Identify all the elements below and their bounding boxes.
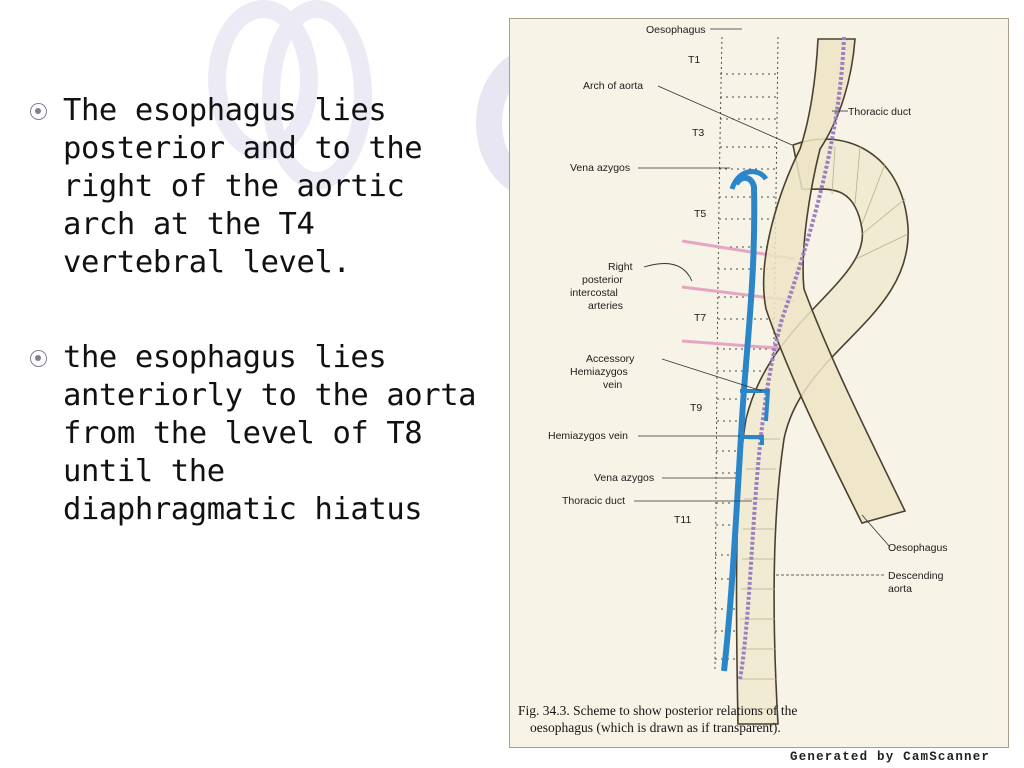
azygos-arch xyxy=(729,169,769,190)
label-descending-aorta: Descending xyxy=(888,570,944,582)
bullet-item: the esophagus lies anteriorly to the aor… xyxy=(30,339,495,529)
label-descending-aorta: aorta xyxy=(888,583,912,595)
label-vena-azygos-top: Vena azygos xyxy=(570,162,630,174)
anatomy-figure: Oesophagus T1 Arch of aorta Thoracic duc… xyxy=(509,18,1009,748)
label-t9: T9 xyxy=(690,402,702,414)
caption-line: oesophagus (which is drawn as if transpa… xyxy=(530,720,781,735)
label-oesophagus-bottom: Oesophagus xyxy=(888,542,948,554)
label-right-posterior: posterior xyxy=(582,274,623,286)
bullet-ring-icon xyxy=(30,103,47,120)
oesophagus xyxy=(762,38,907,524)
bullet-list: The esophagus lies posterior and to the … xyxy=(30,92,495,529)
label-t3: T3 xyxy=(692,127,704,139)
label-arch-of-aorta: Arch of aorta xyxy=(583,80,643,92)
label-t11: T11 xyxy=(674,514,691,526)
figure-labels: Oesophagus T1 Arch of aorta Thoracic duc… xyxy=(548,24,948,595)
label-right-posterior: Right xyxy=(608,261,633,273)
azygos-vein xyxy=(721,174,758,672)
label-accessory-hemiazygos: Accessory xyxy=(586,353,635,365)
caption-line: Fig. 34.3. Scheme to show posterior rela… xyxy=(518,703,798,718)
label-thoracic-duct-bottom: Thoracic duct xyxy=(562,495,625,507)
hemiazygos-veins xyxy=(738,389,771,445)
anatomy-diagram: Oesophagus T1 Arch of aorta Thoracic duc… xyxy=(548,24,948,725)
label-t5: T5 xyxy=(694,208,706,220)
label-t1: T1 xyxy=(688,54,700,66)
camscanner-watermark: Generated by CamScanner xyxy=(790,750,991,764)
bullet-text: the esophagus lies anteriorly to the aor… xyxy=(63,340,477,527)
figure-caption: Fig. 34.3. Scheme to show posterior rela… xyxy=(518,702,1004,736)
label-hemiazygos-vein: Hemiazygos vein xyxy=(548,430,628,442)
label-right-posterior: intercostal xyxy=(570,287,618,299)
descending-aorta xyxy=(735,138,909,725)
label-accessory-hemiazygos: vein xyxy=(603,379,622,391)
bullet-text: The esophagus lies posterior and to the … xyxy=(63,93,423,280)
label-t7: T7 xyxy=(694,312,706,324)
label-right-posterior: arteries xyxy=(588,300,623,312)
bullet-ring-icon xyxy=(30,350,47,367)
label-oesophagus-top: Oesophagus xyxy=(646,24,706,36)
label-vena-azygos-bottom: Vena azygos xyxy=(594,472,654,484)
label-accessory-hemiazygos: Hemiazygos xyxy=(570,366,628,378)
label-thoracic-duct-top: Thoracic duct xyxy=(848,106,911,118)
bullet-item: The esophagus lies posterior and to the … xyxy=(30,92,495,282)
